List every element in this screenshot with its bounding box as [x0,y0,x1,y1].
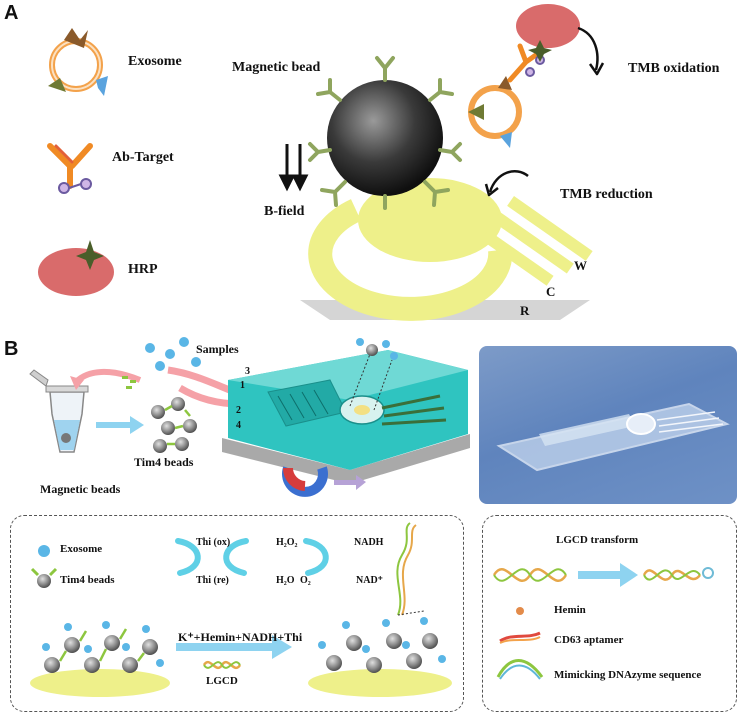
hrp-enzyme-top [516,4,580,62]
lgcd-helix-before [492,568,568,582]
tim4-bead-small-icon [30,567,58,588]
lgcd-transform-arrow [578,563,638,587]
tmb-reduction-arrow [484,170,529,197]
lgcd-transform-title: LGCD transform [556,534,639,546]
port-3: 3 [245,366,250,377]
electrode-c-label: C [546,284,556,299]
tmb-oxidation-arrow [577,26,605,76]
magnet-arrow [334,475,366,490]
tmb-reduction-label: TMB reduction [560,187,653,202]
reaction-label: K⁺+Hemin+NADH+Thi [178,630,303,644]
o2-label: O₂ [300,575,311,586]
sample-exosomes [145,337,201,371]
ab-target-legend-icon [47,143,93,194]
hemin-label: Hemin [554,604,586,616]
electrode-surface-left [30,621,170,697]
panel-b-letter: B [4,338,19,360]
h2o2-label: H₂O₂ [276,537,298,548]
hrp-legend-icon [38,240,114,296]
tim4-beads-cluster [151,397,197,453]
exosome-small-label: Exosome [60,543,103,555]
exosome-legend-label: Exosome [128,54,182,69]
panel-a-letter: A [4,2,19,24]
lgcd-label: LGCD [206,675,238,687]
panel-a-diagram [38,4,605,321]
blue-arrow-to-beads [96,416,144,434]
b-field-arrows [278,144,309,192]
reaction-arrow [176,635,292,659]
microfluidic-chip [222,338,470,484]
b-field-label: B-field [264,204,305,219]
lgcd-legend-diagram [492,563,714,680]
panel-b-top-diagram [29,337,470,497]
h2o-label: H₂O [276,575,295,586]
magnetic-beads-label: Magnetic beads [40,482,121,496]
exosome-small-icon [38,545,50,557]
tim4-beads-label: Tim4 beads [134,455,194,469]
mechanism-diagram [30,522,452,697]
dnazyme-icon [496,659,544,678]
magnetic-bead-label: Magnetic bead [232,60,321,75]
tim4-particles [122,376,136,389]
lgcd-helix-after [642,567,714,581]
port-4: 4 [236,420,241,431]
port-2: 2 [236,405,241,416]
chip-photo-illustration [496,402,730,472]
mechanism-box [10,515,464,712]
redox-cycle [175,538,329,576]
bound-exosome [468,76,522,148]
hemin-icon [516,607,524,615]
cd63-aptamer-label: CD63 aptamer [554,634,624,646]
dnazyme-label: Mimicking DNAzyme sequence [554,669,702,681]
nad-label: NAD⁺ [356,575,383,586]
nadh-label: NADH [354,537,384,548]
electrode-illustration [300,178,593,321]
exosome-legend-icon [48,28,108,96]
cd63-aptamer-icon [499,631,541,643]
tim4-beads-small-label: Tim4 beads [60,574,115,586]
thi-ox-label: Thi (ox) [196,537,231,548]
magnet-icon [282,466,328,497]
tmb-oxidation-label: TMB oxidation [628,61,720,76]
thi-re-label: Thi (re) [196,575,229,586]
hrp-legend-label: HRP [128,262,158,277]
port-1: 1 [240,380,245,391]
lgcd-legend-box [482,515,737,712]
electrode-surface-right [308,522,452,697]
magnetic-bead-large [308,56,462,210]
electrode-r-label: R [520,303,530,318]
ab-target-legend-label: Ab-Target [112,150,174,165]
eppendorf-tube-icon [29,369,89,453]
samples-label: Samples [196,342,239,356]
chip-photo [479,346,737,504]
electrode-w-label: W [574,258,587,273]
